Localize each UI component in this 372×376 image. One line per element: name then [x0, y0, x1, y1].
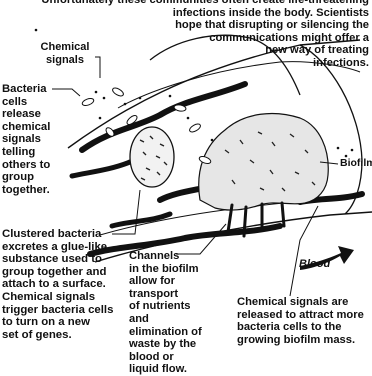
blood-label: Blood — [299, 258, 339, 271]
chemical-signals-label: Chemical signals — [32, 41, 98, 66]
biofilm-label: Biofilm — [340, 157, 372, 170]
bacteria-release-label: Bacteria cells release chemical signals … — [2, 83, 66, 196]
channels-label: Channels in the biofilm allow for transp… — [129, 250, 211, 376]
bacteria-cluster — [130, 127, 174, 187]
biofilm-mass — [199, 114, 329, 211]
clustered-bacteria-label: Clustered bacteria excretes a glue-like … — [2, 228, 124, 341]
wall-band — [72, 162, 130, 176]
signals-released-label: Chemical signals are released to attract… — [237, 296, 372, 346]
